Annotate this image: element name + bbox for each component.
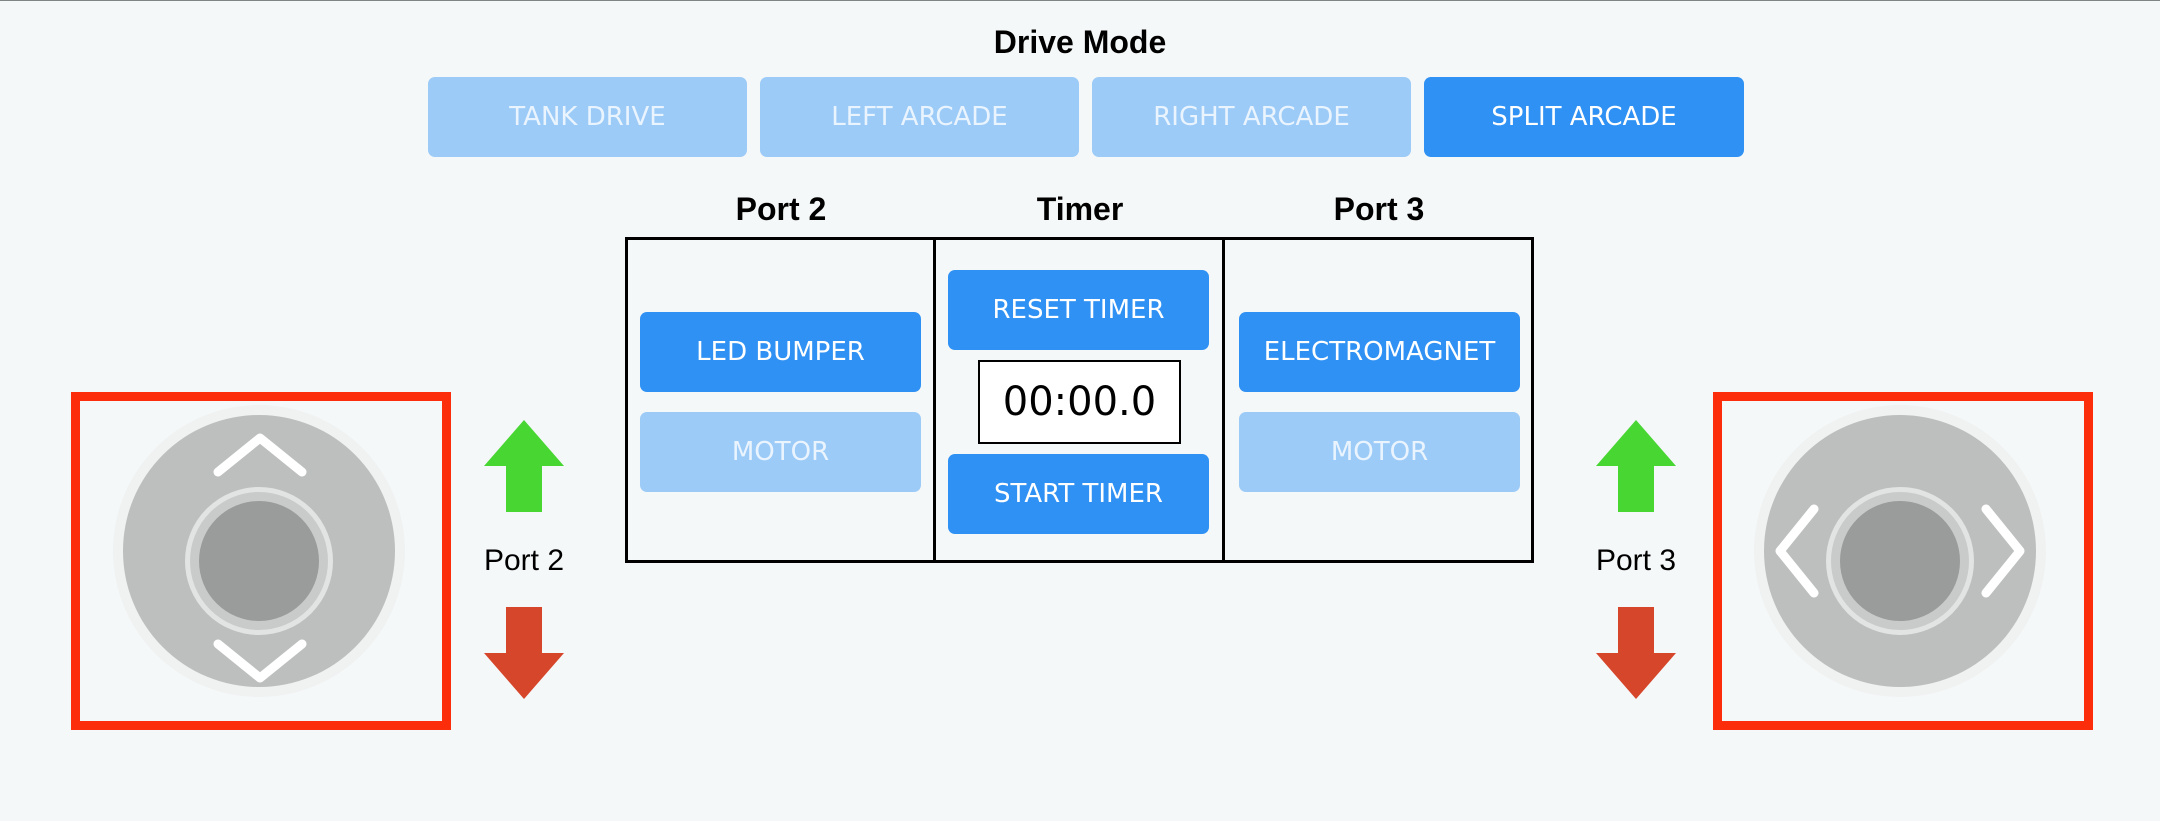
port3-up-arrow-icon[interactable] bbox=[1596, 420, 1676, 512]
port3-side-label: Port 3 bbox=[1595, 544, 1677, 577]
reset-timer-button[interactable]: RESET TIMER bbox=[948, 270, 1209, 350]
right-arcade-button[interactable]: RIGHT ARCADE bbox=[1092, 77, 1411, 157]
port2-title: Port 2 bbox=[735, 191, 827, 227]
timer-display: 00:00.0 bbox=[978, 360, 1181, 444]
port2-motor-button[interactable]: MOTOR bbox=[640, 412, 921, 492]
electromagnet-button[interactable]: ELECTROMAGNET bbox=[1239, 312, 1520, 392]
chevron-left-icon bbox=[1775, 504, 1819, 598]
start-timer-button[interactable]: START TIMER bbox=[948, 454, 1209, 534]
left-joystick-ring bbox=[185, 487, 333, 635]
left-joystick-knob[interactable] bbox=[199, 501, 319, 621]
panel-divider-right bbox=[1222, 237, 1225, 563]
panel-divider-left bbox=[933, 237, 936, 563]
chevron-right-icon bbox=[1981, 504, 2025, 598]
left-arcade-button[interactable]: LEFT ARCADE bbox=[760, 77, 1079, 157]
drive-mode-title: Drive Mode bbox=[993, 24, 1167, 60]
split-arcade-button[interactable]: SPLIT ARCADE bbox=[1424, 77, 1744, 157]
port2-up-arrow-icon[interactable] bbox=[484, 420, 564, 512]
chevron-up-icon bbox=[213, 433, 307, 477]
led-bumper-button[interactable]: LED BUMPER bbox=[640, 312, 921, 392]
port2-down-arrow-icon[interactable] bbox=[484, 607, 564, 699]
right-joystick-knob[interactable] bbox=[1840, 501, 1960, 621]
port2-side-label: Port 2 bbox=[483, 544, 565, 577]
port3-down-arrow-icon[interactable] bbox=[1596, 607, 1676, 699]
chevron-down-icon bbox=[213, 639, 307, 683]
right-joystick-ring bbox=[1826, 487, 1974, 635]
control-panel bbox=[625, 237, 1534, 563]
timer-title: Timer bbox=[1036, 191, 1124, 227]
top-border bbox=[0, 0, 2160, 1]
port3-title: Port 3 bbox=[1333, 191, 1425, 227]
port3-motor-button[interactable]: MOTOR bbox=[1239, 412, 1520, 492]
tank-drive-button[interactable]: TANK DRIVE bbox=[428, 77, 747, 157]
